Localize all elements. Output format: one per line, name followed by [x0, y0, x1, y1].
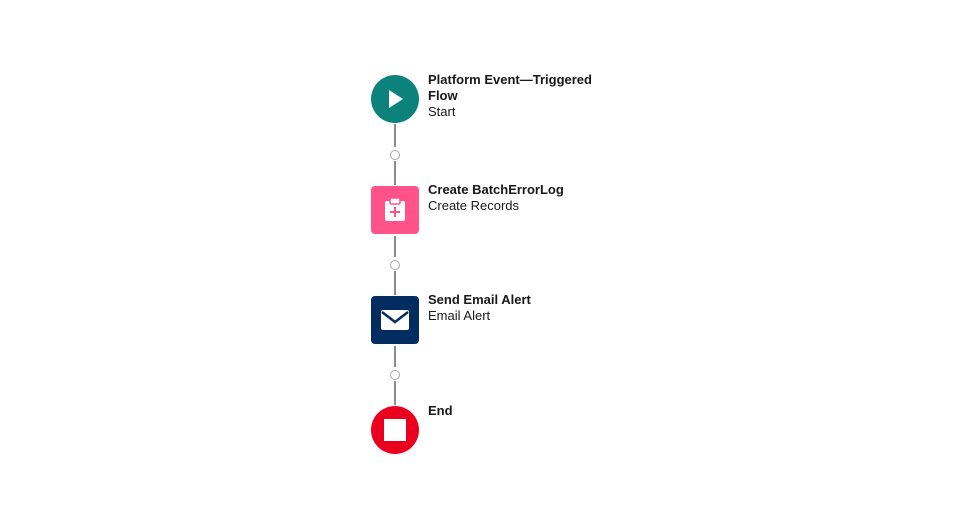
email-alert-node[interactable] [371, 296, 419, 344]
end-node[interactable] [371, 406, 419, 454]
node-title: Send Email Alert [428, 292, 531, 307]
connector-line [394, 346, 396, 367]
connector-line [394, 236, 396, 257]
create-records-node[interactable] [371, 186, 419, 234]
end-node-label: End [428, 403, 608, 419]
node-type: Start [428, 104, 456, 119]
connector-line [394, 124, 396, 147]
connector-line [394, 381, 396, 405]
connector-line [394, 271, 396, 295]
play-icon [389, 90, 403, 108]
create-records-node-label: Create BatchErrorLog Create Records [428, 182, 608, 214]
record-create-icon [385, 197, 405, 221]
node-title: End [428, 403, 453, 418]
node-title: Create BatchErrorLog [428, 182, 564, 197]
start-node-label: Platform Event—Triggered Flow Start [428, 72, 608, 120]
node-title: Platform Event—Triggered Flow [428, 72, 592, 103]
stop-icon [384, 419, 406, 441]
add-element-connector[interactable] [390, 370, 400, 380]
node-type: Email Alert [428, 308, 491, 323]
email-alert-node-label: Send Email Alert Email Alert [428, 292, 608, 324]
node-type: Create Records [428, 198, 520, 213]
connector-line [394, 161, 396, 185]
email-icon [381, 310, 409, 330]
start-node[interactable] [371, 75, 419, 123]
add-element-connector[interactable] [390, 150, 400, 160]
add-element-connector[interactable] [390, 260, 400, 270]
